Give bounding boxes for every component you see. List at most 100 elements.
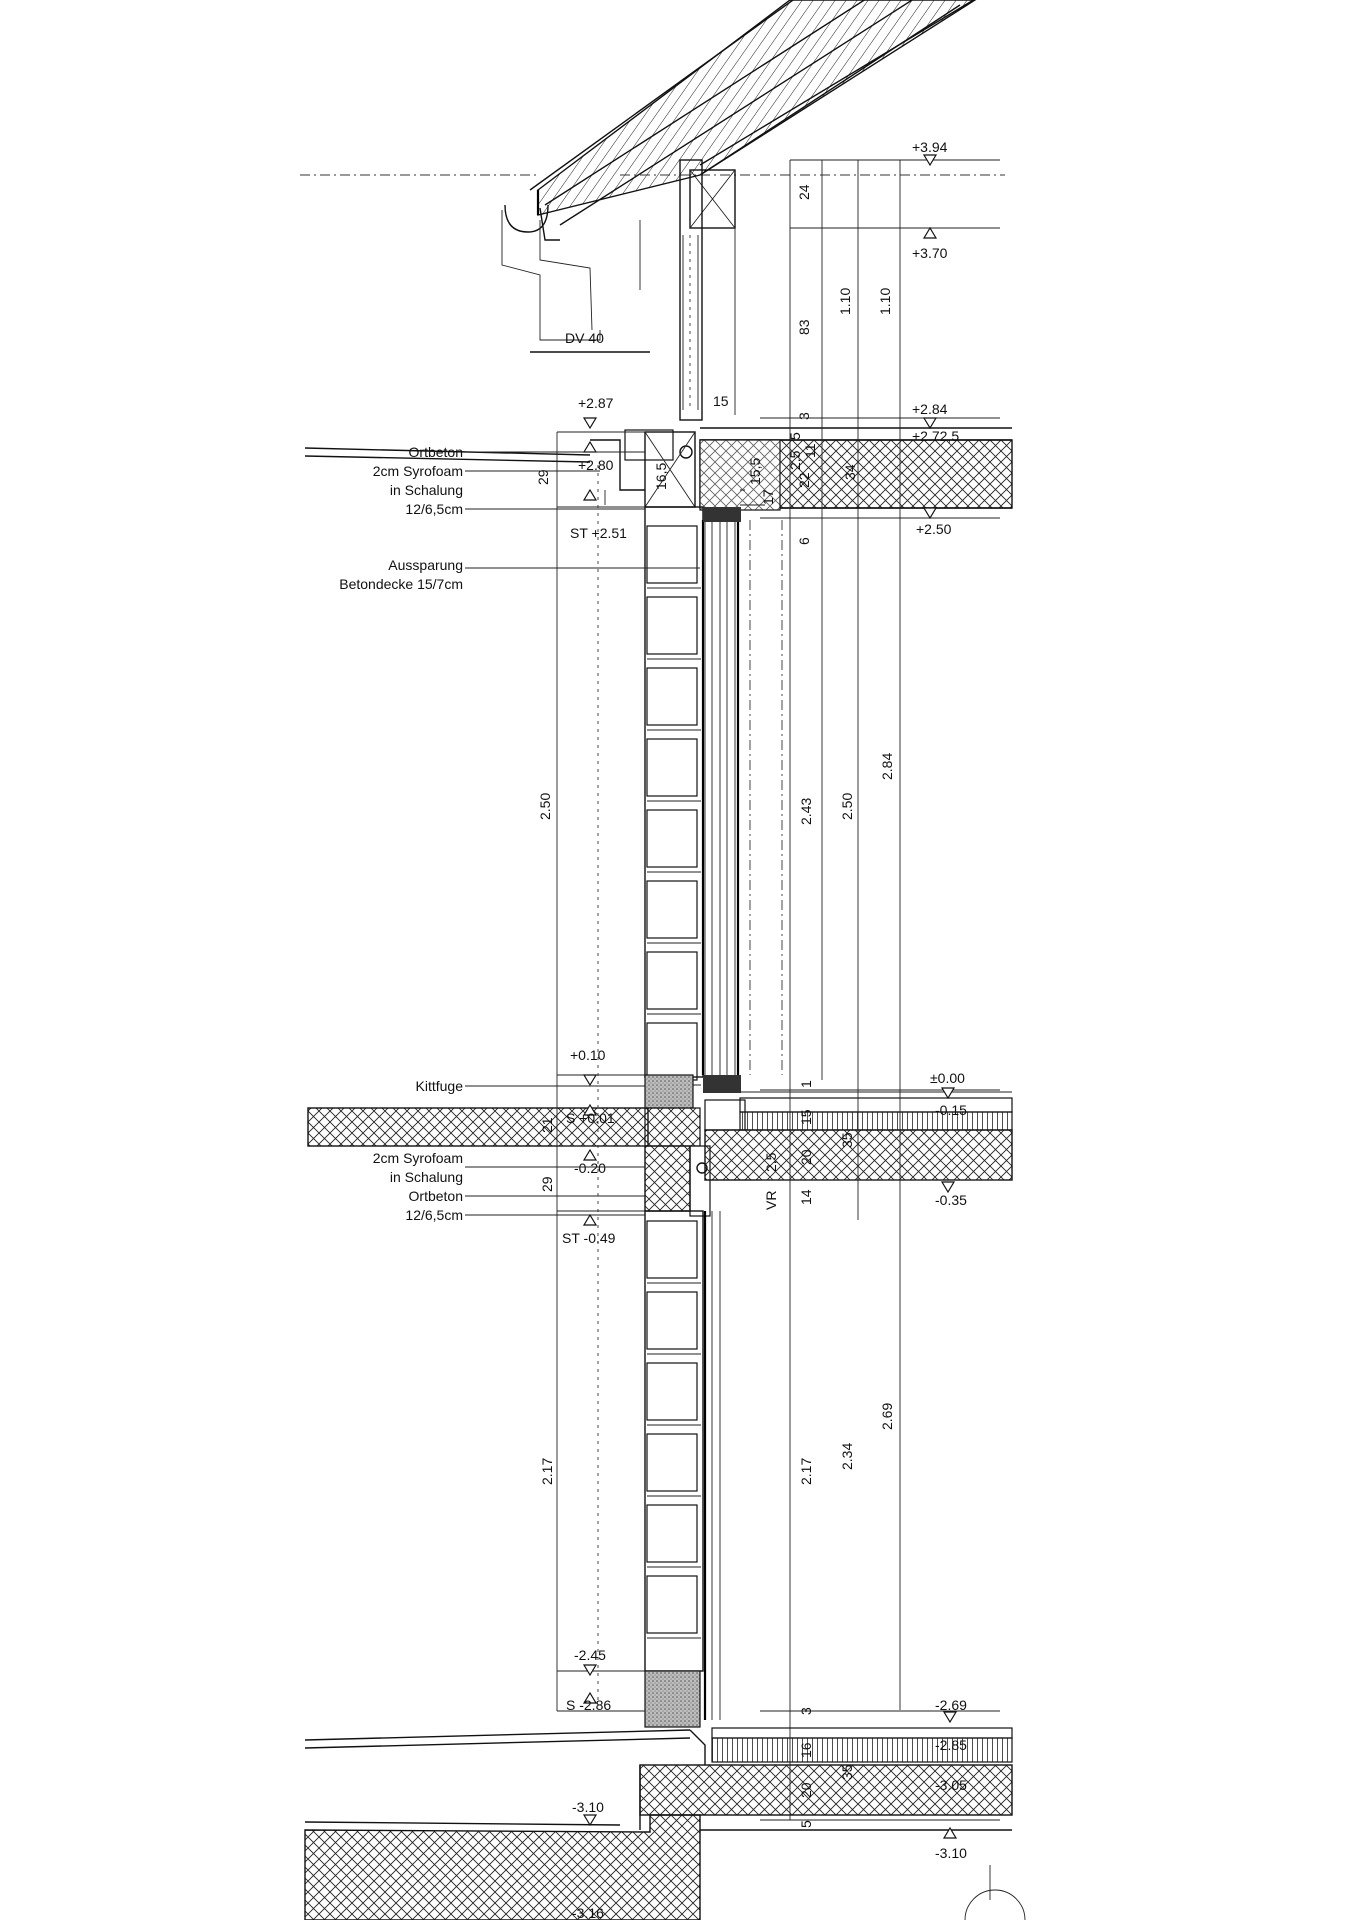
dim-11: 11 [802,443,818,458]
level-sm286: S -2.86 [566,1697,611,1713]
dim-21: 21 [539,1117,555,1133]
level-m035: -0.35 [935,1192,967,1208]
dim-110a: 1.10 [837,288,853,315]
masonry-block [646,951,698,1010]
dim-35a: 35 [839,1132,855,1148]
foundation [304,1814,1026,1920]
dim-250-mid: 2.50 [839,793,855,820]
dim-269: 2.69 [879,1403,895,1430]
masonry-block [646,809,698,868]
dim-14: 14 [798,1189,814,1205]
dim-20b: 20 [798,1782,814,1798]
note-aussparung-2: Betondecke 15/7cm [339,576,463,592]
note-upper-2: 2cm Syrofoam [373,463,463,479]
dim-25b: 2,5 [763,1152,779,1172]
note-upper-1: Ortbeton [409,444,463,460]
level-labels: +3.94 +3.70 +2.84 +2.72,5 +2.87 +2.80 ST… [562,139,967,1920]
gutter-and-downpipe: DV 40 [501,204,650,353]
dim-217-mid: 2.17 [798,1458,814,1485]
dim-284: 2.84 [879,753,895,780]
level-284: +2.84 [912,401,948,417]
dim-20a: 20 [798,1149,814,1165]
masonry-block [646,1220,698,1279]
dim-243: 2.43 [798,798,814,825]
upper-wall [679,159,736,421]
masonry-wall-upper [644,506,783,1093]
level-394: +3.94 [912,139,948,155]
level-000: ±0.00 [930,1070,965,1086]
level-m316: -3.16 [572,1905,604,1920]
level-2725: +2.72,5 [912,428,959,444]
note-aussparung-1: Aussparung [388,557,463,573]
level-m310b: -3.10 [935,1845,967,1861]
ground-slab [307,1074,1013,1181]
dim-1: 1 [798,1080,814,1088]
masonry-block [646,1362,698,1421]
level-280: +2.80 [578,457,614,473]
dim-24: 24 [796,184,812,200]
note-lower-1: 2cm Syrofoam [373,1150,463,1166]
upper-floor-slab [624,427,1013,511]
level-m305: -3.05 [935,1777,967,1793]
note-lower-2: in Schalung [390,1169,463,1185]
dim-3top: 3 [796,412,812,420]
level-370: +3.70 [912,245,948,261]
note-lower-3: Ortbeton [409,1188,463,1204]
dim-15-mid: 15 [798,1109,814,1125]
masonry-block [646,1291,698,1350]
dim-17: 17 [760,489,776,505]
dim-155: 15,5 [747,458,763,485]
level-m310a: -3.10 [572,1799,604,1815]
basement-slab [304,1727,1013,1830]
masonry-block [646,880,698,939]
dim-29a: 29 [535,469,551,485]
dim-22: 22 [796,472,812,488]
note-lower-4: 12/6,5cm [405,1207,463,1223]
dim-250-left: 2.50 [537,793,553,820]
dim-234: 2.34 [839,1443,855,1470]
level-m020: -0.20 [574,1160,606,1176]
dim-165: 16,5 [653,463,669,490]
level-stm049: ST -0.49 [562,1230,616,1246]
masonry-block [646,1575,698,1634]
dim-25: 2,5 [787,450,803,470]
dim-83: 83 [796,319,812,335]
dim-6: 6 [796,537,812,545]
masonry-block [646,1433,698,1492]
leader-lines [465,451,700,1216]
dim-110b: 1.10 [877,288,893,315]
level-st251: ST +2.51 [570,525,627,541]
level-010: +0.10 [570,1047,606,1063]
dim-16: 16 [798,1742,814,1758]
dimension-lines [556,159,1000,1821]
dim-29b: 29 [539,1176,555,1192]
roof [300,0,1005,241]
level-287: +2.87 [578,395,614,411]
dim-35b: 35 [839,1764,855,1780]
masonry-wall-lower [644,1210,721,1728]
dim-217-left: 2.17 [539,1458,555,1485]
masonry-block [646,667,698,726]
masonry-block [646,1504,698,1563]
dim-5: 5 [787,432,803,440]
note-upper-3: in Schalung [390,482,463,498]
dimension-labels: 24 83 1.10 1.10 15 3 5 11 22 34 2,5 15,5… [535,184,895,1828]
dim-vr: VR [763,1191,779,1210]
masonry-block [646,1022,698,1081]
note-kittfuge: Kittfuge [416,1078,464,1094]
ring-beam-lower [644,1145,711,1217]
dim-5b: 5 [798,1820,814,1828]
dim-3-bot: 3 [798,1707,814,1715]
level-m269: -2.69 [935,1697,967,1713]
level-m015: -0.15 [935,1102,967,1118]
annotations: Ortbeton 2cm Syrofoam in Schalung 12/6,5… [339,444,463,1223]
masonry-block [646,525,698,584]
masonry-block [646,738,698,797]
dim-dv40: DV 40 [565,330,604,346]
level-s001: S +0.01 [566,1110,615,1126]
level-m285: -2.85 [935,1737,967,1753]
note-upper-4: 12/6,5cm [405,501,463,517]
level-m245: -2.45 [574,1647,606,1663]
ring-beam-upper [304,431,696,508]
